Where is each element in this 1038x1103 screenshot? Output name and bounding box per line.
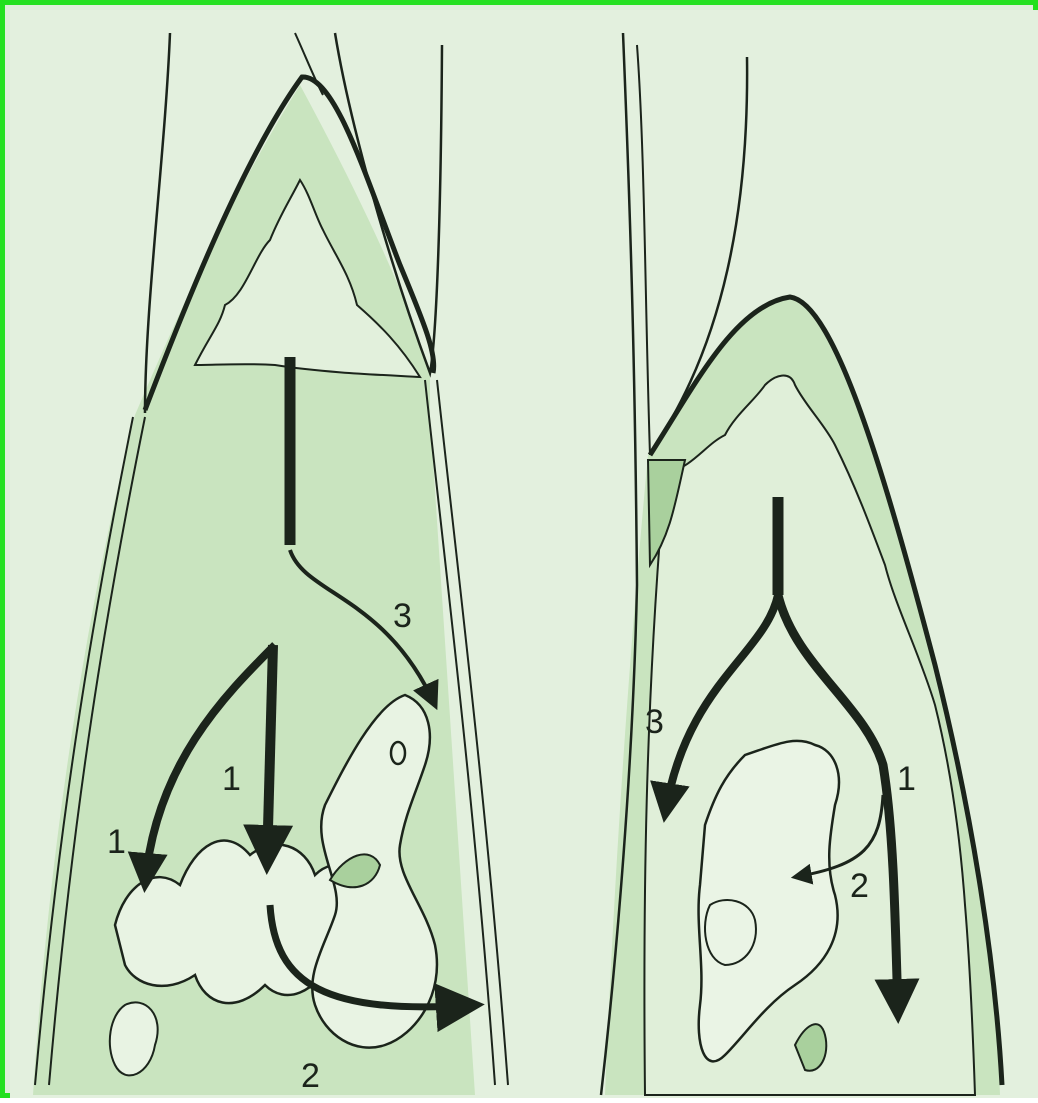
left-label-2: 2 — [301, 1057, 320, 1095]
left-label-3: 3 — [393, 597, 412, 635]
periodontal-bone-diagram: 1 1 2 3 1 2 3 — [5, 5, 1038, 1103]
right-label-3: 3 — [645, 703, 664, 741]
left-label-1-mesial: 1 — [107, 823, 126, 861]
right-label-2: 2 — [850, 867, 869, 905]
left-arrow-1-center — [267, 645, 273, 865]
left-label-1-center: 1 — [222, 760, 241, 798]
right-label-1: 1 — [897, 760, 916, 798]
